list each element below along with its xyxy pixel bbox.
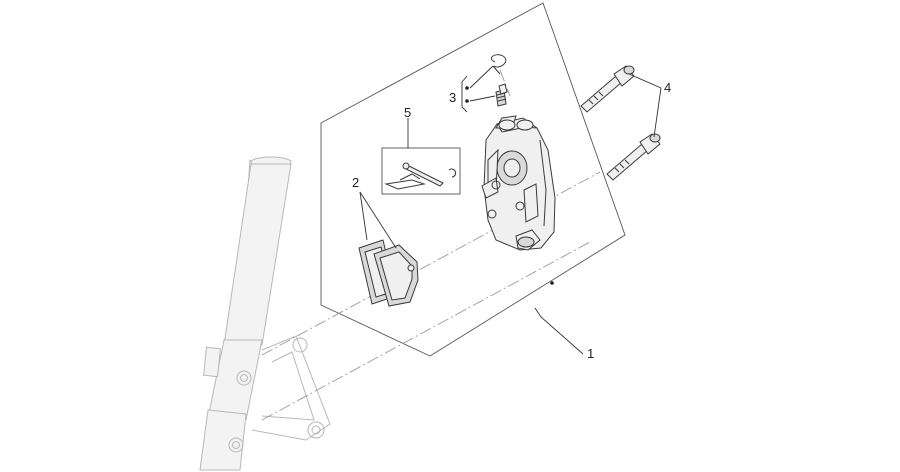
callout-2: 2 [352, 175, 359, 190]
mounting-bolts [580, 65, 661, 181]
callout-1: 1 [587, 346, 594, 361]
brake-pads [358, 239, 419, 307]
callout-5: 5 [404, 105, 411, 120]
fork-leg-ghost [199, 156, 331, 471]
brake-caliper-body [481, 115, 556, 285]
pad-kit-box [381, 147, 461, 195]
assembly-axes [261, 69, 601, 421]
bleed-screw [465, 54, 508, 107]
leader-lines [359, 65, 662, 355]
callout-3: 3 [449, 90, 456, 105]
caliper-assembly-frame [320, 2, 626, 357]
callout-4: 4 [664, 80, 671, 95]
